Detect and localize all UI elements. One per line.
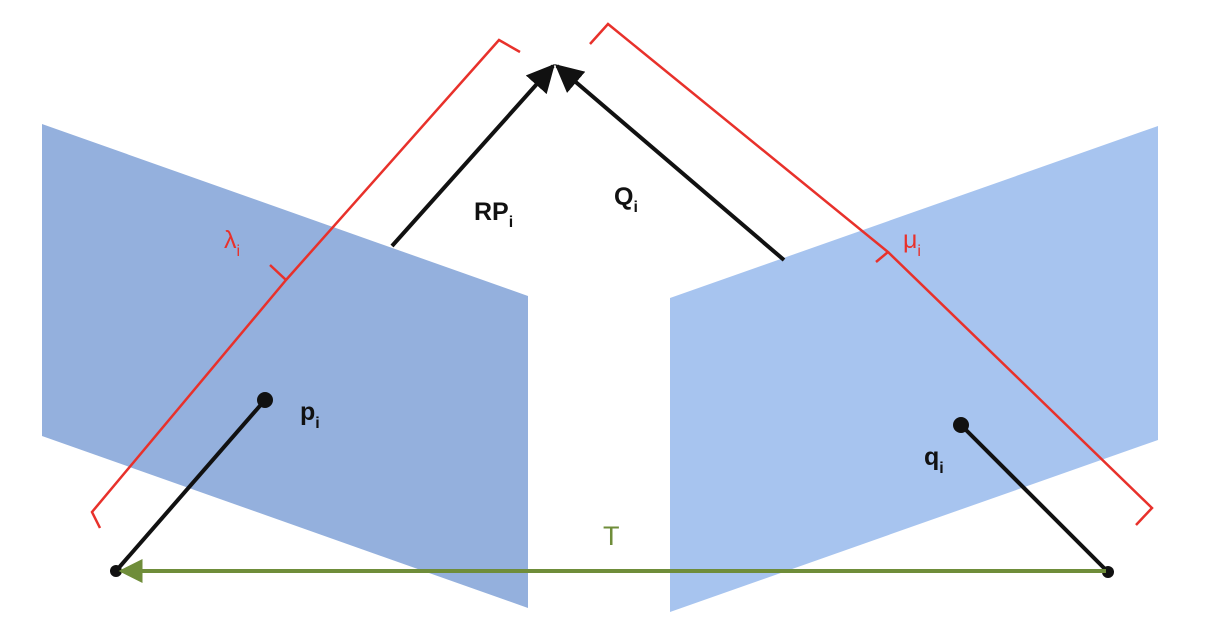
left-image-point: [257, 392, 273, 408]
label-lambda-main: λ: [224, 226, 237, 254]
label-lambda-sub: i: [237, 243, 241, 260]
label-p: pi: [300, 398, 320, 432]
right-image-point: [953, 417, 969, 433]
label-rp: RPi: [474, 198, 513, 231]
label-q-upper-main: Q: [614, 183, 633, 211]
right-image-plane: [670, 126, 1158, 612]
right-projection-ray: [959, 423, 1110, 574]
label-q-lower-main: q: [924, 443, 939, 471]
label-rp-main: RP: [474, 198, 509, 226]
label-mu: μi: [903, 226, 921, 260]
label-q-upper: Qi: [614, 183, 638, 216]
label-q-lower-sub: i: [939, 460, 943, 477]
right-ray-line: [554, 64, 786, 262]
mu-brace: [589, 22, 1154, 526]
label-p-main: p: [300, 398, 315, 426]
label-q-lower: qi: [924, 443, 944, 477]
left-image-plane: [42, 124, 528, 608]
label-mu-main: μ: [903, 226, 917, 254]
label-baseline-t: T: [603, 521, 620, 551]
label-mu-sub: i: [917, 243, 921, 260]
label-p-sub: i: [315, 415, 319, 432]
left-ray-line: [390, 63, 555, 248]
left-camera-center: [110, 565, 122, 577]
label-lambda: λi: [224, 226, 240, 260]
label-rp-sub: i: [509, 214, 513, 231]
left-projection-ray: [114, 398, 267, 573]
lambda-brace: [90, 38, 521, 529]
label-q-upper-sub: i: [633, 199, 637, 216]
